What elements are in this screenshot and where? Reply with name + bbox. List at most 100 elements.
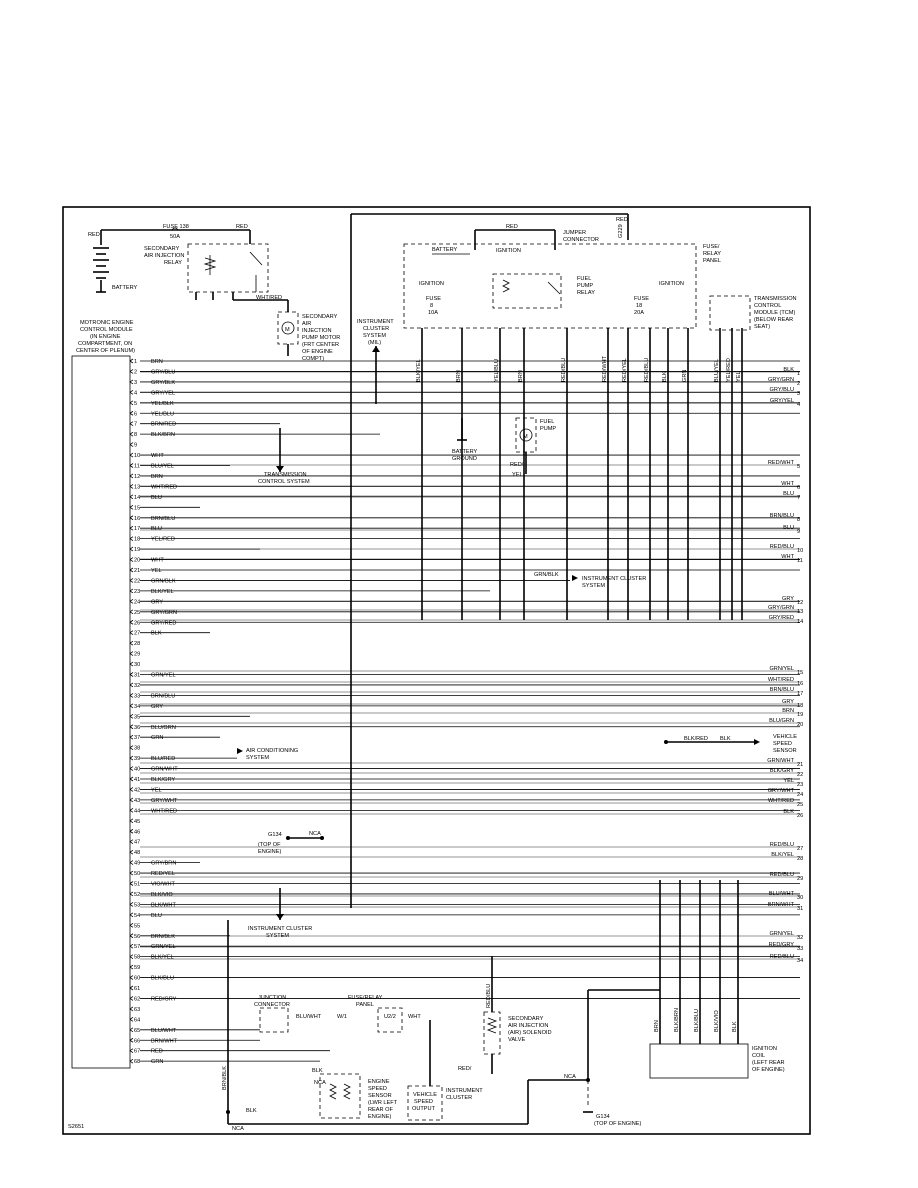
right-wire-color: BRN/BLU xyxy=(770,513,794,519)
svg-text:FUSE/: FUSE/ xyxy=(703,244,720,250)
svg-text:VALVE: VALVE xyxy=(508,1037,525,1043)
svg-text:(LEFT REAR: (LEFT REAR xyxy=(752,1060,785,1066)
ecm-pin-number: 32 xyxy=(134,683,140,689)
coil-wire-label: BRN xyxy=(654,1020,660,1032)
svg-text:SENSOR: SENSOR xyxy=(773,748,797,754)
ecm-pin-number: 12 xyxy=(134,474,140,480)
ecm-pin-number: 42 xyxy=(134,787,140,793)
right-wire-number: 1 xyxy=(797,371,800,377)
ecm-pin-mark xyxy=(129,703,134,709)
ecm-pin-wire-color: GRY/YEL xyxy=(151,390,175,396)
ecm-pin-wire-color: BLK/GRY xyxy=(151,777,175,783)
ecm-pin-number: 53 xyxy=(134,902,140,908)
svg-text:FUSE: FUSE xyxy=(634,296,649,302)
g134-top-of-engine: G134 (TOP OF ENGINE) NCA xyxy=(258,831,324,855)
ecm-pin-mark xyxy=(129,954,134,959)
ecm-pin-mark xyxy=(129,567,134,573)
ecm-pin-mark xyxy=(129,724,134,730)
svg-text:M: M xyxy=(285,327,290,333)
ecm-pin-mark xyxy=(129,484,134,489)
svg-text:INSTRUMENT: INSTRUMENT xyxy=(446,1088,483,1094)
g134-bottom-ground: NCA G134 (TOP OF ENGINE) NCA BRN/BLK BLK xyxy=(222,920,641,1132)
right-side-wire-list: BLK1GRY/GRN2GRY/BLU3GRY/YEL4RED/WHT5WHT6… xyxy=(140,367,803,964)
svg-text:WHT: WHT xyxy=(408,1014,421,1020)
svg-text:SPEED: SPEED xyxy=(414,1099,433,1105)
svg-text:NCA: NCA xyxy=(309,831,321,837)
right-wire-color: GRY/RED xyxy=(769,615,794,621)
ecm-pin-wire-color: GRN xyxy=(151,1059,163,1065)
svg-text:TRANSMISSION: TRANSMISSION xyxy=(264,472,307,478)
harness-wires xyxy=(140,360,800,1062)
ecm-pin-mark xyxy=(129,891,134,897)
ecm-pin-number: 33 xyxy=(134,693,140,699)
panel-wire-label: RED/WHT xyxy=(602,355,608,382)
svg-text:CONNECTOR: CONNECTOR xyxy=(254,1002,290,1008)
svg-text:VEHICLE: VEHICLE xyxy=(413,1092,437,1098)
ecm-pin-wire-color: YEL/BLU xyxy=(151,411,174,417)
ecm-pin-wire-color: BLU xyxy=(151,913,162,919)
right-wire-color: BLU xyxy=(783,491,794,497)
svg-text:(AIR) SOLENOID: (AIR) SOLENOID xyxy=(508,1030,552,1036)
ecm-pin-mark xyxy=(129,400,134,406)
svg-text:PANEL: PANEL xyxy=(356,1002,374,1008)
ecm-pin-mark xyxy=(129,933,134,939)
air-conditioning-system: AIR CONDITIONING SYSTEM xyxy=(237,748,298,761)
right-wire-color: BRN/WHT xyxy=(768,902,795,908)
ecm-pin-number: 41 xyxy=(134,777,140,783)
panel-wire-label: BLK/YEL xyxy=(416,359,422,382)
right-wire-color: GRY xyxy=(782,699,794,705)
ecm-pin-wire-color: WHT/RED xyxy=(151,484,177,490)
ecm-pin-number: 3 xyxy=(134,380,137,386)
ecm-pin-number: 4 xyxy=(134,390,137,396)
svg-text:M: M xyxy=(523,434,528,440)
ecm-pin-number: 15 xyxy=(134,505,140,511)
svg-text:(TOP OF: (TOP OF xyxy=(258,842,281,848)
svg-text:8: 8 xyxy=(430,303,433,309)
ecm-pin-mark xyxy=(129,1058,134,1064)
ecm-pin-number: 9 xyxy=(134,443,137,449)
panel-wire-label: BLU/YEL xyxy=(714,359,720,382)
ecm-pin-wire-color: BRN xyxy=(151,359,163,365)
svg-text:MODULE (TCM): MODULE (TCM) xyxy=(754,310,795,316)
right-wire-color: GRN/YEL xyxy=(769,931,794,937)
panel-wire-label: BRN xyxy=(518,370,524,382)
svg-text:PUMP: PUMP xyxy=(540,426,556,432)
svg-text:CONNECTOR: CONNECTOR xyxy=(563,237,599,243)
ecm-pin-wire-color: GRN/YEL xyxy=(151,673,176,679)
svg-text:BLK: BLK xyxy=(312,1068,323,1074)
junction-connector: JUNCTION CONNECTOR BLU/WHT FUSE/RELAY PA… xyxy=(254,995,431,1086)
ecm-pin-wire-color: BLU xyxy=(151,495,162,501)
right-wire-color: GRY/GRN xyxy=(768,377,794,383)
svg-text:SECONDARY: SECONDARY xyxy=(144,246,180,252)
svg-text:COIL: COIL xyxy=(752,1053,765,1059)
svg-text:SEAT): SEAT) xyxy=(754,324,770,330)
battery-wire-label: RED xyxy=(88,232,100,238)
ecm-pin-mark xyxy=(129,515,134,521)
svg-text:AIR CONDITIONING: AIR CONDITIONING xyxy=(246,748,298,754)
ecm-pin-number: 16 xyxy=(134,516,140,522)
battery-ground: BATTERY GROUND xyxy=(452,418,478,462)
ecm-pin-wire-color: BRN/BLU xyxy=(151,693,175,699)
panel-wire-label: RED/BLU xyxy=(644,358,650,382)
ecm-pin-number: 20 xyxy=(134,558,140,564)
right-wire-color: RED/WHT xyxy=(768,460,795,466)
ecm-pin-number: 56 xyxy=(134,934,140,940)
ecm-pin-number: 57 xyxy=(134,944,140,950)
right-wire-number: 14 xyxy=(797,619,803,625)
ecm-pin-mark xyxy=(129,902,134,907)
svg-text:IGNITION: IGNITION xyxy=(752,1046,777,1052)
svg-text:NCA: NCA xyxy=(232,1126,244,1132)
ecm-pin-wire-color: GRY/BLU xyxy=(151,369,175,375)
ecm-pin-number: 40 xyxy=(134,767,140,773)
ecm-pin-number: 35 xyxy=(134,714,140,720)
ecm-pin-mark xyxy=(129,358,134,364)
svg-text:FUSE 138: FUSE 138 xyxy=(163,224,189,230)
ecm-pin-wire-color: BRN xyxy=(151,474,163,480)
right-wire-color: BLK/YEL xyxy=(771,852,794,858)
ecm-pin-mark xyxy=(129,912,134,918)
ecm-pin-wire-color: GRY/RED xyxy=(151,620,176,626)
ecm-pin-wire-color: BLK/YEL xyxy=(151,955,174,961)
right-wire-number: 3 xyxy=(797,391,800,397)
diagram-id: S2651 xyxy=(68,1124,84,1130)
